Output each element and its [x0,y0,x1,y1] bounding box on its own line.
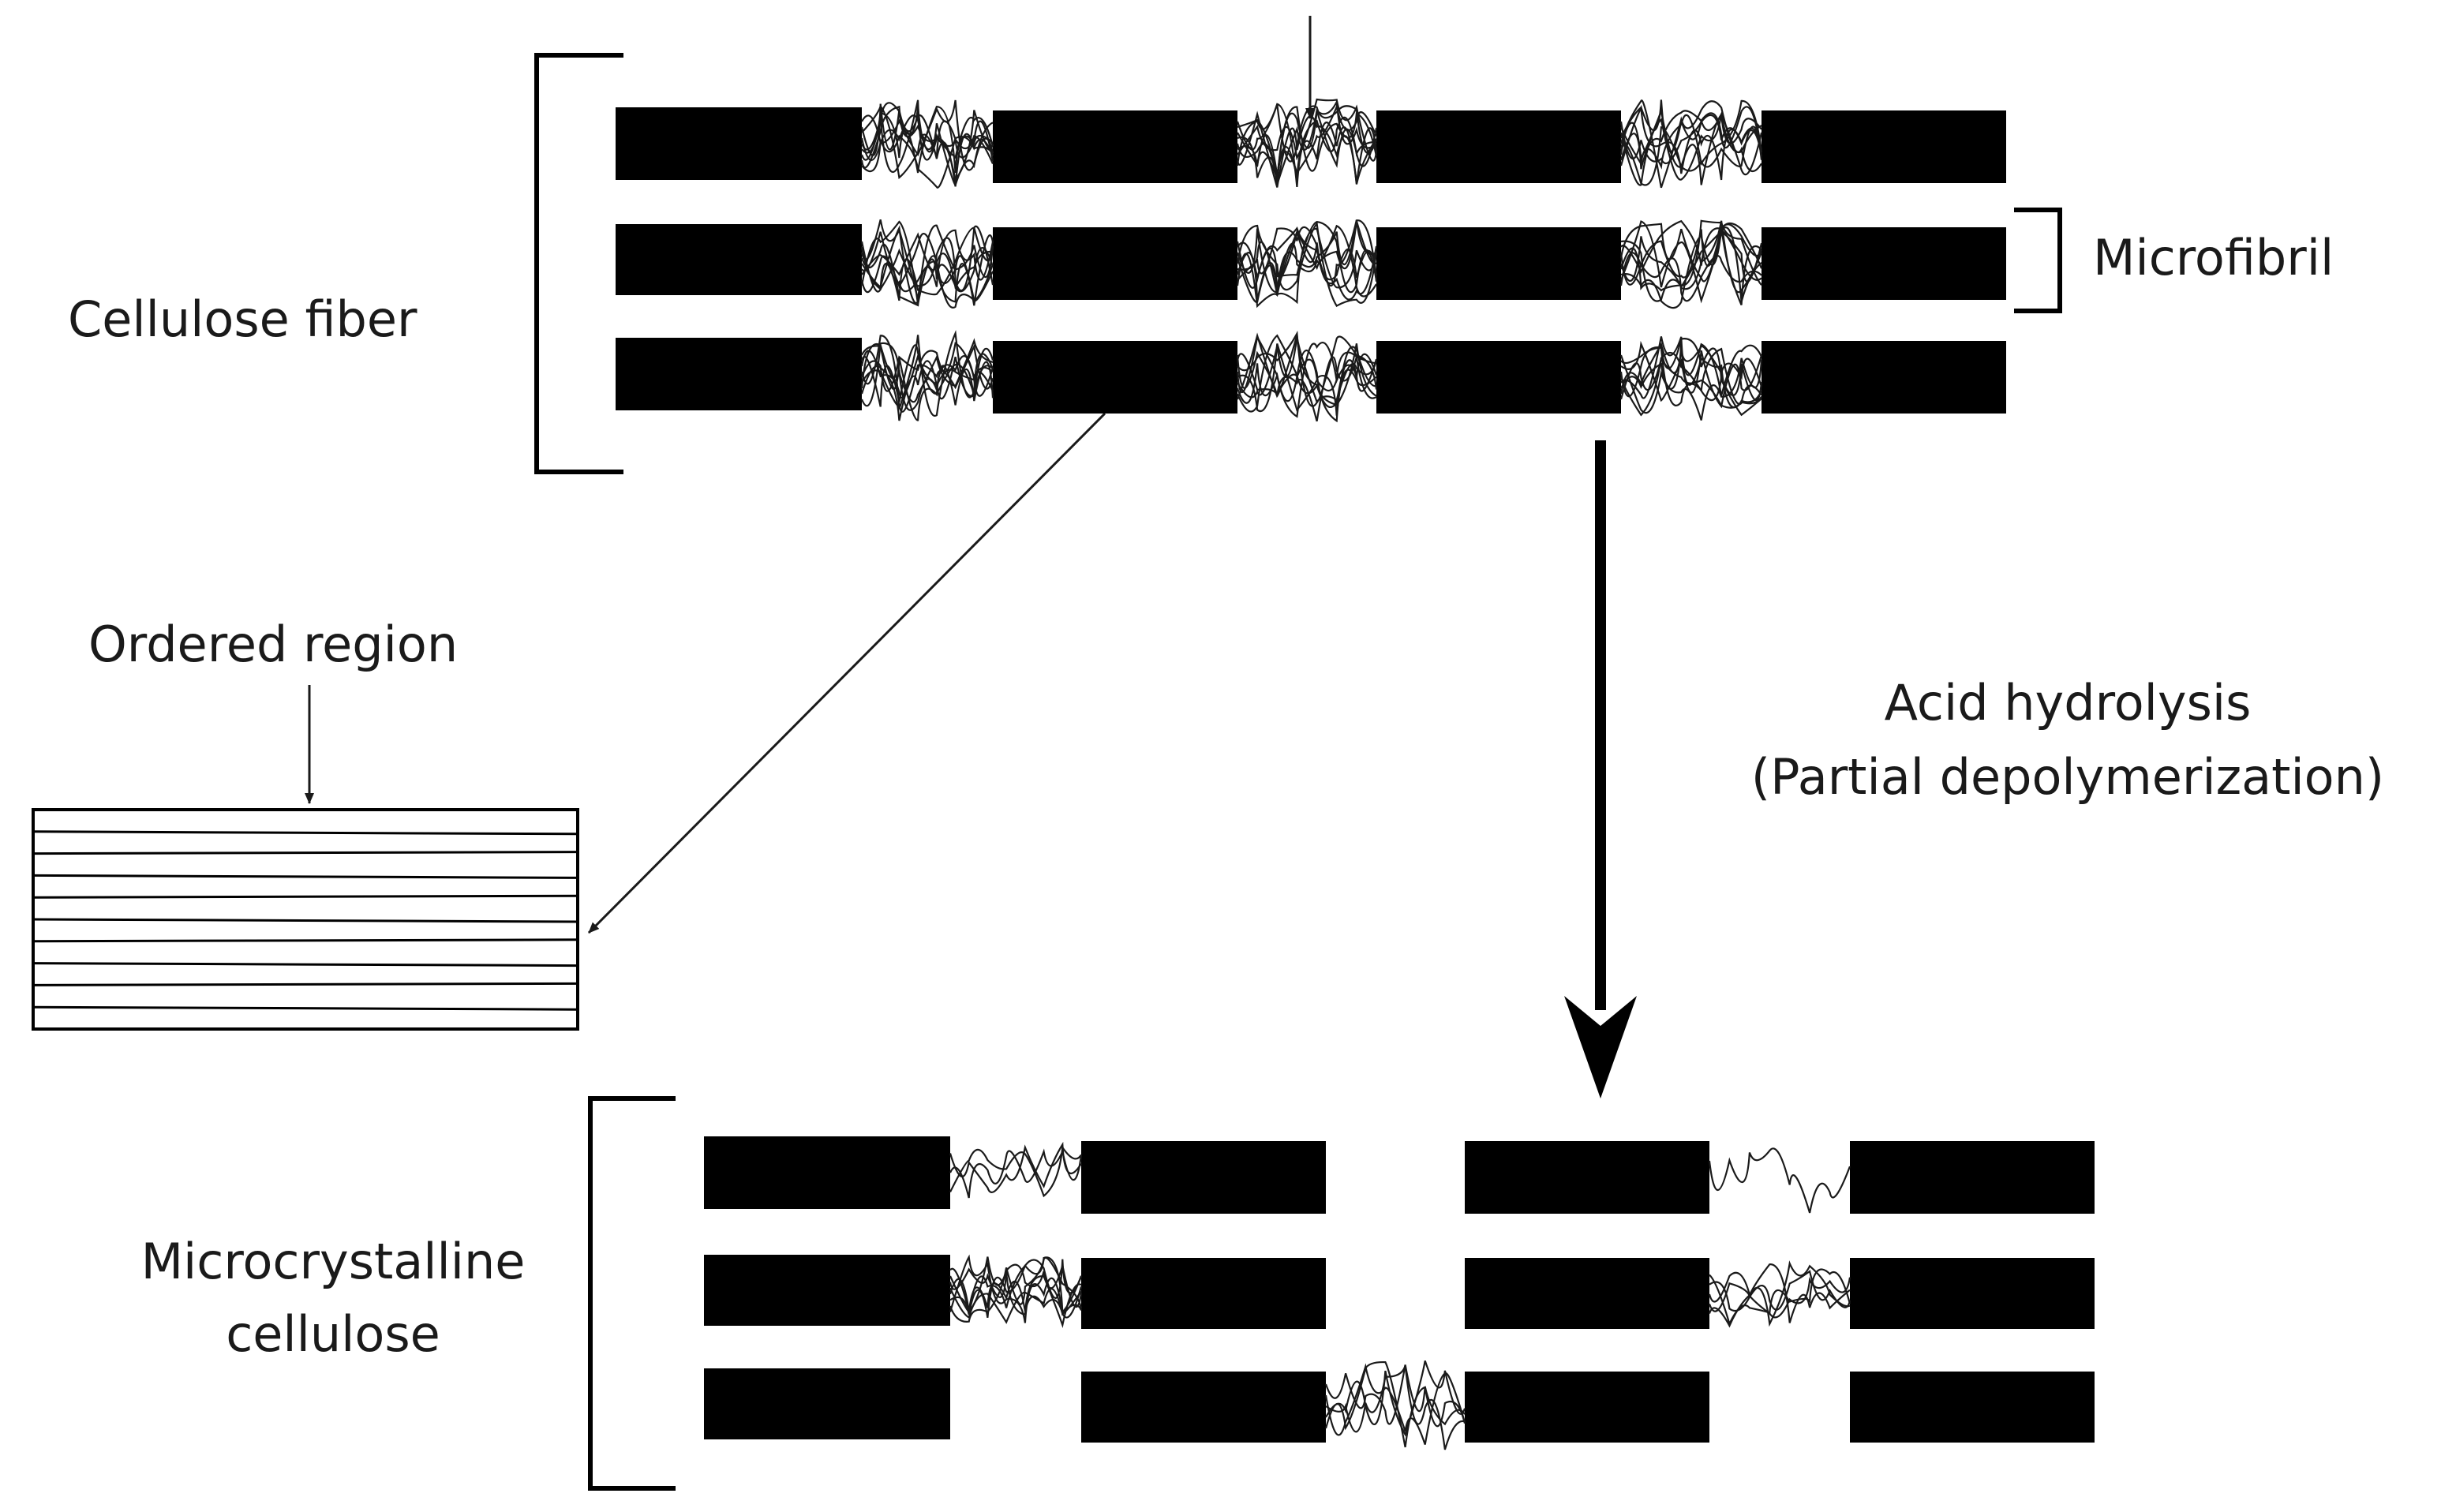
amorphous-chain [1619,110,1762,170]
amorphous-chain [860,330,994,417]
crystalline-block [1762,341,2006,414]
amorphous-chain [860,99,994,171]
crystalline-block [1762,110,2006,183]
amorphous-chain [1237,226,1378,301]
crystalline-block [704,1136,950,1209]
amorphous-chain [861,134,994,189]
acid-hydrolysis-label: Acid hydrolysis [1885,674,2252,732]
crystalline-block [1850,1372,2095,1443]
amorphous-chain [1620,222,1763,309]
crystalline-block [1465,1141,1709,1214]
ordered-chain-line [32,1005,578,1011]
amorphous-chain [1324,1363,1466,1445]
amorphous-chain [860,105,994,182]
crystalline-block [993,341,1237,414]
crystalline-block [1465,1258,1709,1329]
ordered-chain-line [32,938,578,943]
partial-depolymerization-label: (Partial depolymerization) [1751,748,2384,806]
amorphous-chain [1619,220,1763,304]
ordered-chain-line [32,962,578,967]
crystalline-block [616,107,862,180]
cellulose-fiber-microfibrils [616,107,2006,414]
amorphous-chain [1237,330,1378,407]
amorphous-chain [1619,226,1762,305]
crystalline-block [616,224,862,295]
acid-hydrolysis-arrow [1564,440,1637,1098]
ordered-region-link-arrow [587,412,1106,934]
amorphous-chain [860,226,994,301]
amorphous-chain [949,1145,1082,1198]
amorphous-chain [860,220,994,309]
amorphous-chain [949,1141,1082,1193]
amorphous-chain [1620,357,1763,421]
amorphous-chain [1708,1147,1851,1214]
amorphous-chain [1236,334,1378,413]
amorphous-chain [1236,332,1377,422]
amorphous-chain [1237,98,1378,162]
amorphous-chain [1709,1270,1851,1312]
amorphous-chain [1619,99,1762,189]
ordered-chain-line [32,874,578,879]
amorphous-chain [1619,219,1762,292]
crystalline-block [1850,1141,2095,1214]
amorphous-chain [860,103,994,187]
crystalline-block [1762,227,2006,300]
amorphous-chain [1236,221,1378,308]
crystalline-block [1081,1258,1326,1329]
crystalline-block [993,227,1237,300]
crystalline-block [616,338,862,410]
microcrystalline-label: Microcrystalline [141,1233,526,1290]
amorphous-chain [1324,1360,1466,1448]
amorphous-chain [1324,1364,1466,1426]
crystalline-block [704,1368,950,1439]
cellulose-fiber-bracket [534,53,623,474]
ordered-region-box [32,808,579,1031]
crystalline-block [704,1255,950,1326]
microcrystalline-bracket [588,1096,676,1491]
amorphous-chain [1620,336,1762,399]
amorphous-chain [1325,1360,1466,1437]
amorphous-chain [860,233,994,294]
ordered-chain-line [32,894,578,899]
amorphous-chain [1236,104,1378,167]
crystalline-block [1465,1372,1709,1443]
crystalline-block [1376,227,1621,300]
amorphous-chain [1237,106,1378,184]
ordered-region-lines [32,830,578,1011]
amorphous-chain [861,343,994,413]
crystalline-block [993,110,1237,183]
ordered-region-label: Ordered region [88,616,458,673]
crystalline-block [1376,110,1621,183]
amorphous-chain [949,1254,1083,1323]
amorphous-chain [1619,220,1763,294]
cellulose-fiber-label: Cellulose fiber [68,290,417,348]
amorphous-chain [949,1259,1083,1318]
microfibril-bracket [2014,208,2062,313]
microfibril-label: Microfibril [2093,229,2334,286]
amorphous-chain [1708,1263,1851,1328]
crystalline-block [1376,341,1621,414]
amorphous-chain [1237,343,1377,413]
amorphous-chain [1619,104,1763,181]
amorphous-chain [1619,125,1763,186]
ordered-chain-line [32,851,578,855]
ordered-chain-line [32,982,578,986]
amorphous-chain [1236,229,1378,309]
amorphous-chain [860,360,994,421]
amorphous-chain [1236,110,1378,188]
amorphous-chain [1708,1260,1851,1327]
ordered-chain-line [32,830,578,836]
amorphous-chain [1619,357,1763,409]
microcrystalline-blocks [704,1136,2095,1443]
crystalline-block [1850,1258,2095,1329]
amorphous-chain [1708,1277,1851,1319]
ordered-chain-line [32,918,578,923]
cellulose-label: cellulose [226,1305,440,1363]
crystalline-block [1081,1372,1326,1443]
amorphous-regions [860,98,1851,1450]
crystalline-block [1081,1141,1326,1214]
amorphous-chain [860,338,994,407]
amorphous-chain [1619,346,1762,406]
